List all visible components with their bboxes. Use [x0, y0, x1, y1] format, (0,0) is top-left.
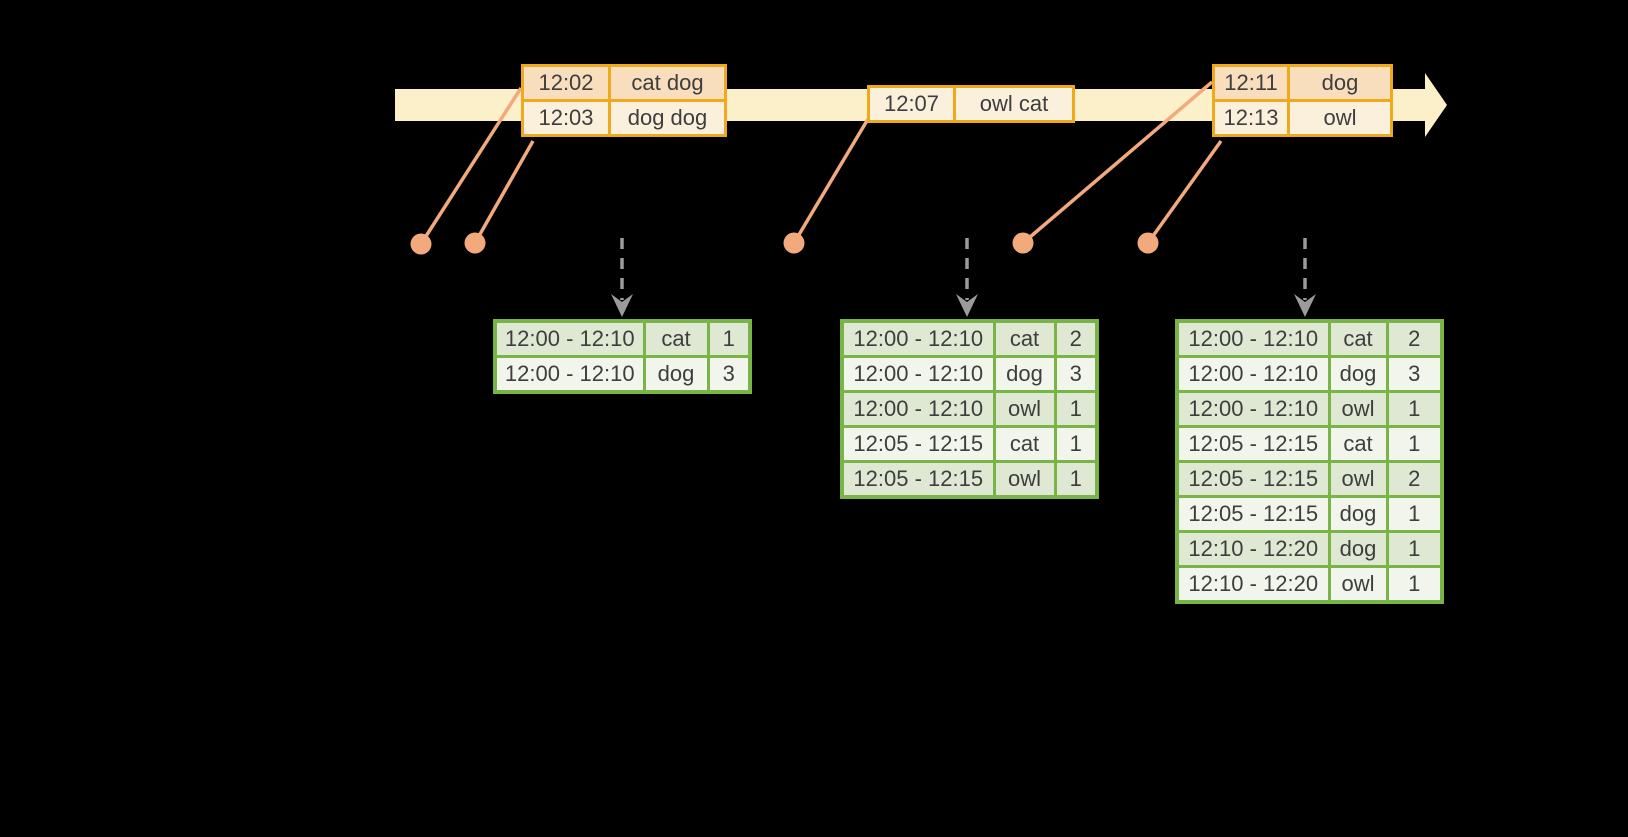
- result-window: 12:05 - 12:15: [1175, 425, 1331, 463]
- result-count: 2: [1053, 319, 1099, 358]
- event-dot-icon: [464, 232, 486, 254]
- event-time: 12:07: [867, 85, 956, 123]
- result-word: cat: [1327, 425, 1389, 463]
- result-window: 12:00 - 12:10: [840, 355, 996, 393]
- result-word: cat: [992, 425, 1057, 463]
- result-count: 3: [706, 355, 752, 394]
- result-window: 12:05 - 12:15: [840, 425, 996, 463]
- result-table-3: 12:00 - 12:10 cat 2 12:00 - 12:10 dog 3 …: [1175, 319, 1444, 604]
- result-word: owl: [1327, 460, 1389, 498]
- result-count: 3: [1385, 355, 1444, 393]
- result-window: 12:00 - 12:10: [840, 390, 996, 428]
- event-time: 12:02: [521, 64, 611, 102]
- result-word: owl: [992, 390, 1057, 428]
- event-dot-icon: [783, 232, 805, 254]
- event-words: owl: [1287, 99, 1393, 137]
- result-window: 12:00 - 12:10: [1175, 390, 1331, 428]
- result-window: 12:05 - 12:15: [1175, 495, 1331, 533]
- result-word: cat: [1327, 319, 1389, 358]
- result-count: 1: [1385, 530, 1444, 568]
- event-dot-icon: [1012, 232, 1034, 254]
- result-row: 12:10 - 12:20 owl 1: [1175, 565, 1444, 604]
- event-dot-icon: [1137, 232, 1159, 254]
- result-word: owl: [1327, 390, 1389, 428]
- result-window: 12:00 - 12:10: [840, 319, 996, 358]
- event-row: 12:03 dog dog: [521, 99, 727, 137]
- result-count: 3: [1053, 355, 1099, 393]
- event-table-1202: 12:02 cat dog 12:03 dog dog: [521, 64, 727, 137]
- event-dots: [410, 232, 1159, 255]
- result-row: 12:00 - 12:10 owl 1: [840, 390, 1099, 428]
- result-row: 12:10 - 12:20 dog 1: [1175, 530, 1444, 568]
- result-row: 12:00 - 12:10 dog 3: [840, 355, 1099, 393]
- event-time: 12:03: [521, 99, 611, 137]
- event-connector-line: [473, 140, 535, 244]
- result-word: cat: [642, 319, 710, 358]
- result-table-1: 12:00 - 12:10 cat 1 12:00 - 12:10 dog 3: [493, 319, 752, 394]
- event-words: dog: [1287, 64, 1393, 102]
- event-table-1211: 12:11 dog 12:13 owl: [1212, 64, 1393, 137]
- result-count: 2: [1385, 460, 1444, 498]
- result-row: 12:05 - 12:15 owl 1: [840, 460, 1099, 499]
- result-count: 1: [1385, 495, 1444, 533]
- result-row: 12:00 - 12:10 owl 1: [1175, 390, 1444, 428]
- trigger-arrowhead-icon: [1294, 294, 1316, 317]
- result-word: dog: [992, 355, 1057, 393]
- result-window: 12:00 - 12:10: [493, 319, 646, 358]
- result-count: 1: [1385, 565, 1444, 604]
- event-words: dog dog: [608, 99, 727, 137]
- result-word: dog: [1327, 355, 1389, 393]
- result-word: dog: [1327, 495, 1389, 533]
- event-time: 12:13: [1212, 99, 1290, 137]
- result-row: 12:00 - 12:10 cat 2: [840, 319, 1099, 358]
- event-words: owl cat: [953, 85, 1075, 123]
- result-window: 12:10 - 12:20: [1175, 530, 1331, 568]
- event-connector-line: [419, 87, 523, 245]
- trigger-arrows: [611, 238, 1316, 317]
- result-window: 12:00 - 12:10: [493, 355, 646, 394]
- result-count: 2: [1385, 319, 1444, 358]
- result-row: 12:00 - 12:10 cat 2: [1175, 319, 1444, 358]
- result-word: owl: [1327, 565, 1389, 604]
- result-word: dog: [1327, 530, 1389, 568]
- event-words: cat dog: [608, 64, 727, 102]
- result-row: 12:05 - 12:15 cat 1: [840, 425, 1099, 463]
- result-count: 1: [1385, 390, 1444, 428]
- result-word: cat: [992, 319, 1057, 358]
- result-window: 12:05 - 12:15: [1175, 460, 1331, 498]
- event-row: 12:07 owl cat: [867, 85, 1075, 123]
- event-row: 12:02 cat dog: [521, 64, 727, 102]
- trigger-arrowhead-icon: [956, 294, 978, 317]
- event-row: 12:11 dog: [1212, 64, 1393, 102]
- result-count: 1: [1053, 425, 1099, 463]
- result-row: 12:00 - 12:10 cat 1: [493, 319, 752, 358]
- timeline-arrowhead-icon: [1425, 73, 1447, 137]
- result-word: owl: [992, 460, 1057, 499]
- result-row: 12:05 - 12:15 owl 2: [1175, 460, 1444, 498]
- event-row: 12:13 owl: [1212, 99, 1393, 137]
- event-time: 12:11: [1212, 64, 1290, 102]
- event-connectors: [419, 80, 1223, 245]
- event-connector-line: [1021, 80, 1214, 245]
- result-count: 1: [1053, 460, 1099, 499]
- result-row: 12:00 - 12:10 dog 3: [493, 355, 752, 394]
- result-window: 12:00 - 12:10: [1175, 355, 1331, 393]
- result-window: 12:10 - 12:20: [1175, 565, 1331, 604]
- result-row: 12:05 - 12:15 cat 1: [1175, 425, 1444, 463]
- event-connector-line: [1146, 139, 1223, 245]
- result-count: 1: [1053, 390, 1099, 428]
- result-row: 12:05 - 12:15 dog 1: [1175, 495, 1444, 533]
- event-connector-line: [792, 118, 870, 244]
- result-count: 1: [1385, 425, 1444, 463]
- trigger-arrowhead-icon: [611, 294, 633, 317]
- result-table-2: 12:00 - 12:10 cat 2 12:00 - 12:10 dog 3 …: [840, 319, 1099, 499]
- event-dot-icon: [410, 233, 432, 255]
- result-window: 12:00 - 12:10: [1175, 319, 1331, 358]
- result-count: 1: [706, 319, 752, 358]
- event-table-1207: 12:07 owl cat: [867, 85, 1075, 123]
- result-window: 12:05 - 12:15: [840, 460, 996, 499]
- result-row: 12:00 - 12:10 dog 3: [1175, 355, 1444, 393]
- result-word: dog: [642, 355, 710, 394]
